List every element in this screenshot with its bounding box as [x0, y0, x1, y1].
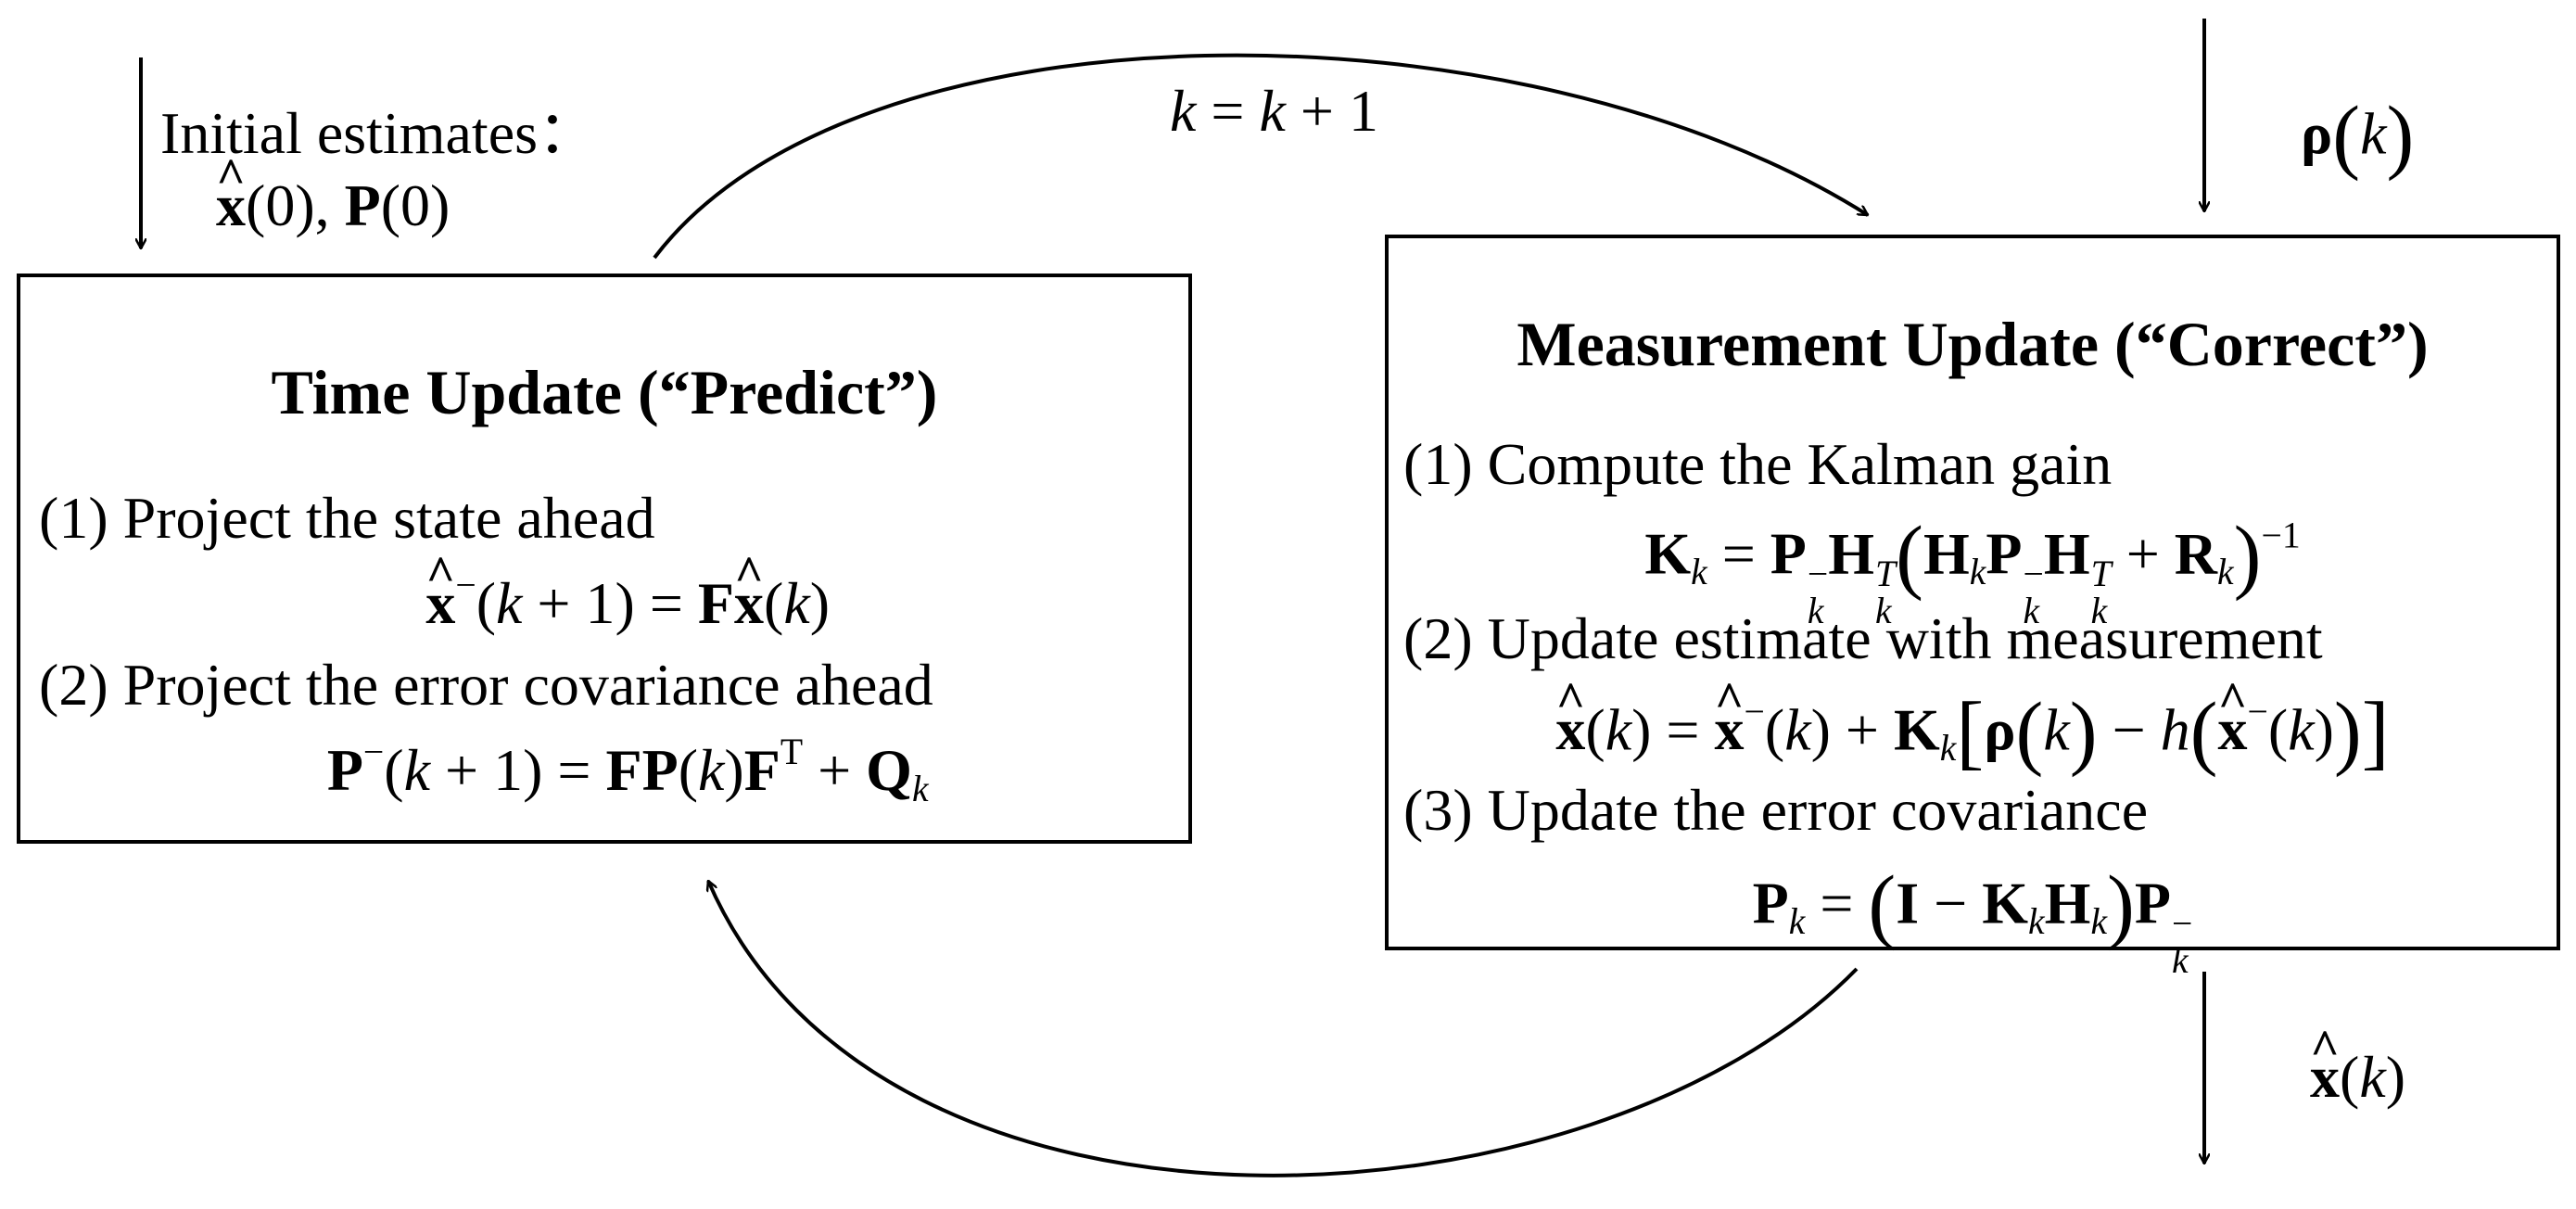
covariance-projection-formula: P−(k + 1) = FP(k)FT + Qk — [326, 732, 929, 809]
time-update-box: Time Update (“Predict”) (1) Project the … — [17, 274, 1192, 844]
initial-estimates-formula: x^(0), P(0) — [216, 148, 450, 238]
time-update-step1: (1) Project the state ahead — [39, 485, 655, 551]
measurement-update-step2: (2) Update estimate with measurement — [1403, 605, 2323, 671]
state-projection-formula: x^−(k + 1) = Fx^(k) — [425, 546, 831, 636]
output-estimate-label: x^(k) — [2310, 1020, 2406, 1110]
measurement-update-box: Measurement Update (“Correct”) (1) Compu… — [1385, 235, 2560, 978]
loop-increment-label: k = k + 1 — [1170, 78, 1378, 144]
measurement-input-label: ρ(k) — [2301, 90, 2415, 182]
initial-estimates-label: Initial estimates： — [160, 100, 597, 166]
measurement-update-step3: (3) Update the error covariance — [1403, 777, 2149, 843]
time-update-step2: (2) Project the error covariance ahead — [39, 652, 933, 718]
predict-to-correct-arrow — [653, 53, 1868, 260]
correct-to-predict-arrow — [708, 881, 1859, 1177]
measurement-update-step1: (1) Compute the Kalman gain — [1403, 431, 2113, 497]
time-update-title: Time Update (“Predict”) — [271, 357, 938, 427]
estimate-update-formula: x^(k) = x^−(k) + Kk[ρ(k) − h(x^−(k))] — [1555, 672, 2390, 778]
covariance-update-formula: Pk = (I − KkHk)P−k — [1752, 859, 2193, 981]
measurement-update-title: Measurement Update (“Correct”) — [1516, 309, 2429, 379]
